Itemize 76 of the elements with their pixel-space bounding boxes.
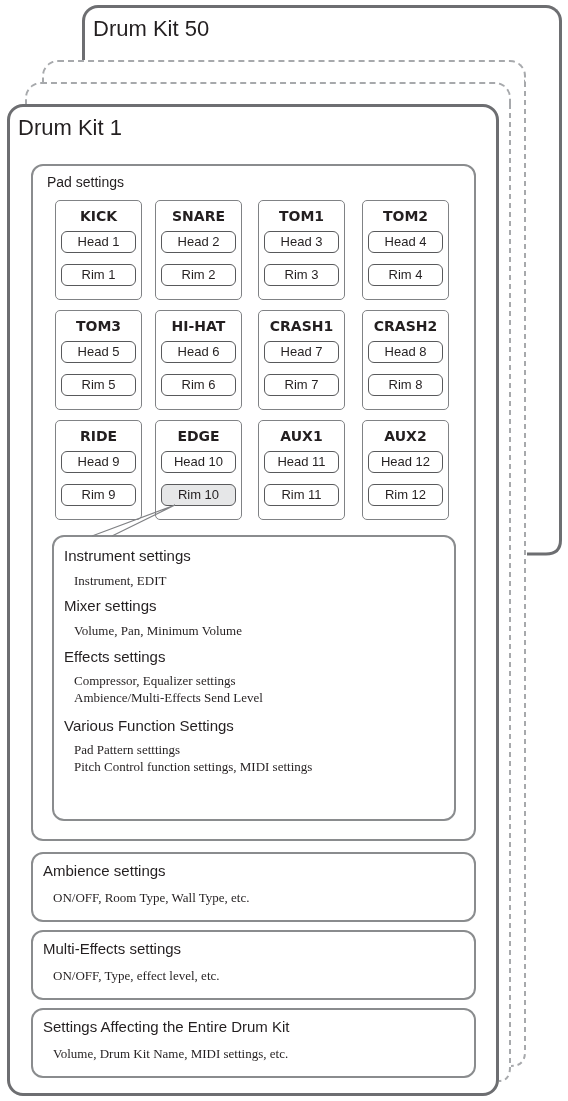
pad-card bbox=[362, 310, 449, 410]
settings-panel bbox=[31, 1008, 476, 1078]
settings-panel bbox=[31, 852, 476, 922]
zone-box: Head 9 bbox=[61, 451, 136, 473]
pad-name: CRASH1 bbox=[268, 318, 335, 334]
kit-title: Drum Kit 1 bbox=[18, 115, 122, 141]
pad-card bbox=[155, 310, 242, 410]
section-heading: Mixer settings bbox=[64, 597, 157, 614]
setting-list: Pitch Control function settings, MIDI settings bbox=[74, 759, 313, 775]
zone-box: Rim 10 bbox=[161, 484, 236, 506]
setting-list: Volume, Drum Kit Name, MIDI settings, etc. bbox=[53, 1046, 289, 1062]
setting-list: ON/OFF, Room Type, Wall Type, etc. bbox=[53, 890, 250, 906]
zone-box: Head 11 bbox=[264, 451, 339, 473]
zone-box: Rim 7 bbox=[264, 374, 339, 396]
setting-list: ON/OFF, Type, effect level, etc. bbox=[53, 968, 220, 984]
zone-box: Rim 5 bbox=[61, 374, 136, 396]
zone-box: Rim 9 bbox=[61, 484, 136, 506]
section-heading: Multi-Effects settings bbox=[43, 940, 182, 957]
pad-name: AUX2 bbox=[383, 428, 428, 444]
pad-card bbox=[362, 420, 449, 520]
pad-card bbox=[155, 420, 242, 520]
pad-card bbox=[258, 200, 345, 300]
pad-name: KICK bbox=[78, 208, 119, 224]
zone-box: Head 8 bbox=[368, 341, 443, 363]
zone-box: Rim 6 bbox=[161, 374, 236, 396]
zone-box: Rim 11 bbox=[264, 484, 339, 506]
stacked-kit-panel bbox=[42, 60, 526, 82]
pad-name: TOM1 bbox=[277, 208, 326, 224]
section-heading: Instrument settings bbox=[64, 547, 191, 564]
pad-card bbox=[55, 200, 142, 300]
panel-title: Pad settings bbox=[47, 174, 125, 190]
setting-list: Ambience/Multi-Effects Send Level bbox=[74, 690, 263, 706]
pad-name: EDGE bbox=[176, 428, 221, 444]
callout-box bbox=[52, 535, 456, 821]
zone-box: Head 6 bbox=[161, 341, 236, 363]
zone-box: Head 1 bbox=[61, 231, 136, 253]
zone-box: Head 3 bbox=[264, 231, 339, 253]
zone-box: Rim 8 bbox=[368, 374, 443, 396]
setting-list: Instrument, EDIT bbox=[74, 573, 167, 589]
pad-card bbox=[258, 310, 345, 410]
pad-name: HI-HAT bbox=[170, 318, 227, 334]
pad-card bbox=[55, 420, 142, 520]
settings-panel bbox=[31, 930, 476, 1000]
zone-box: Head 2 bbox=[161, 231, 236, 253]
zone-box: Rim 2 bbox=[161, 264, 236, 286]
section-heading: Settings Affecting the Entire Drum Kit bbox=[43, 1018, 290, 1035]
pad-card bbox=[55, 310, 142, 410]
zone-box: Head 5 bbox=[61, 341, 136, 363]
kit-panel bbox=[82, 5, 562, 60]
settings-panel bbox=[31, 164, 476, 841]
section-heading: Various Function Settings bbox=[64, 717, 234, 734]
pad-card bbox=[362, 200, 449, 300]
pad-name: TOM3 bbox=[74, 318, 123, 334]
pad-name: TOM2 bbox=[381, 208, 430, 224]
section-heading: Ambience settings bbox=[43, 862, 166, 879]
section-heading: Effects settings bbox=[64, 648, 166, 665]
zone-box: Rim 4 bbox=[368, 264, 443, 286]
setting-list: Pad Pattern setttings bbox=[74, 742, 181, 758]
pad-name: AUX1 bbox=[279, 428, 324, 444]
zone-box: Head 4 bbox=[368, 231, 443, 253]
pad-card bbox=[258, 420, 345, 520]
zone-box: Rim 3 bbox=[264, 264, 339, 286]
pad-name: RIDE bbox=[78, 428, 119, 444]
zone-box: Head 12 bbox=[368, 451, 443, 473]
kit-panel bbox=[7, 104, 499, 1096]
zone-box: Head 7 bbox=[264, 341, 339, 363]
setting-list: Compressor, Equalizer settings bbox=[74, 673, 236, 689]
pad-name: SNARE bbox=[171, 208, 226, 224]
zone-box: Head 10 bbox=[161, 451, 236, 473]
callout-pointer bbox=[91, 504, 176, 537]
zone-box: Rim 1 bbox=[61, 264, 136, 286]
kit-title: Drum Kit 50 bbox=[93, 16, 210, 42]
pad-card bbox=[155, 200, 242, 300]
zone-box: Rim 12 bbox=[368, 484, 443, 506]
pad-name: CRASH2 bbox=[372, 318, 439, 334]
setting-list: Volume, Pan, Minimum Volume bbox=[74, 623, 242, 639]
